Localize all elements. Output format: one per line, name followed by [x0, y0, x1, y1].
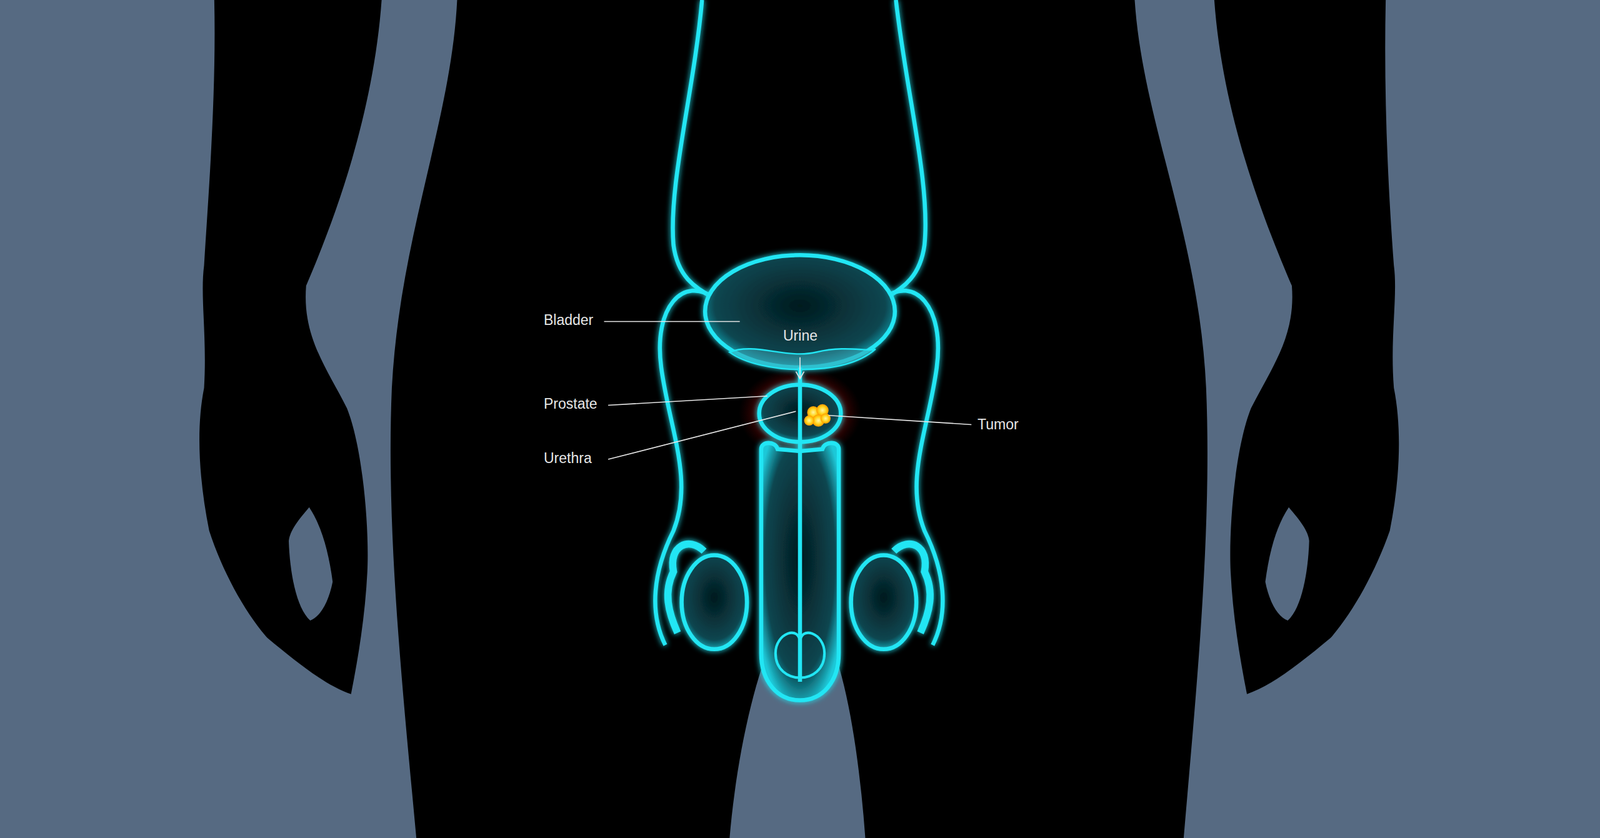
left-arm-silhouette — [199, 0, 382, 695]
right-arm-gap — [1265, 507, 1309, 621]
part-label: Bladder — [543, 313, 594, 328]
left-ureter — [672, 0, 714, 299]
part-label: Urethra — [543, 451, 592, 466]
right-ureter — [885, 0, 926, 299]
leader-line — [608, 396, 768, 406]
part-label: Tumor — [977, 417, 1019, 432]
right-testicle — [851, 555, 917, 650]
part-label: Prostate — [543, 396, 598, 412]
torso-silhouette — [390, 0, 1208, 838]
part-label: Urine — [783, 328, 818, 344]
left-arm-gap — [288, 507, 333, 621]
left-testicle — [681, 555, 747, 650]
urine-arrowhead — [795, 371, 804, 379]
leader-line — [604, 321, 740, 323]
leader-line — [608, 411, 796, 460]
urethra — [798, 367, 803, 682]
urine-level — [729, 348, 875, 370]
left-epididymis — [668, 544, 705, 634]
right-epididymis — [893, 544, 930, 634]
tumor — [804, 404, 831, 427]
urine-arrow — [799, 357, 801, 379]
leader-line — [828, 415, 972, 425]
right-arm-silhouette — [1214, 0, 1399, 695]
